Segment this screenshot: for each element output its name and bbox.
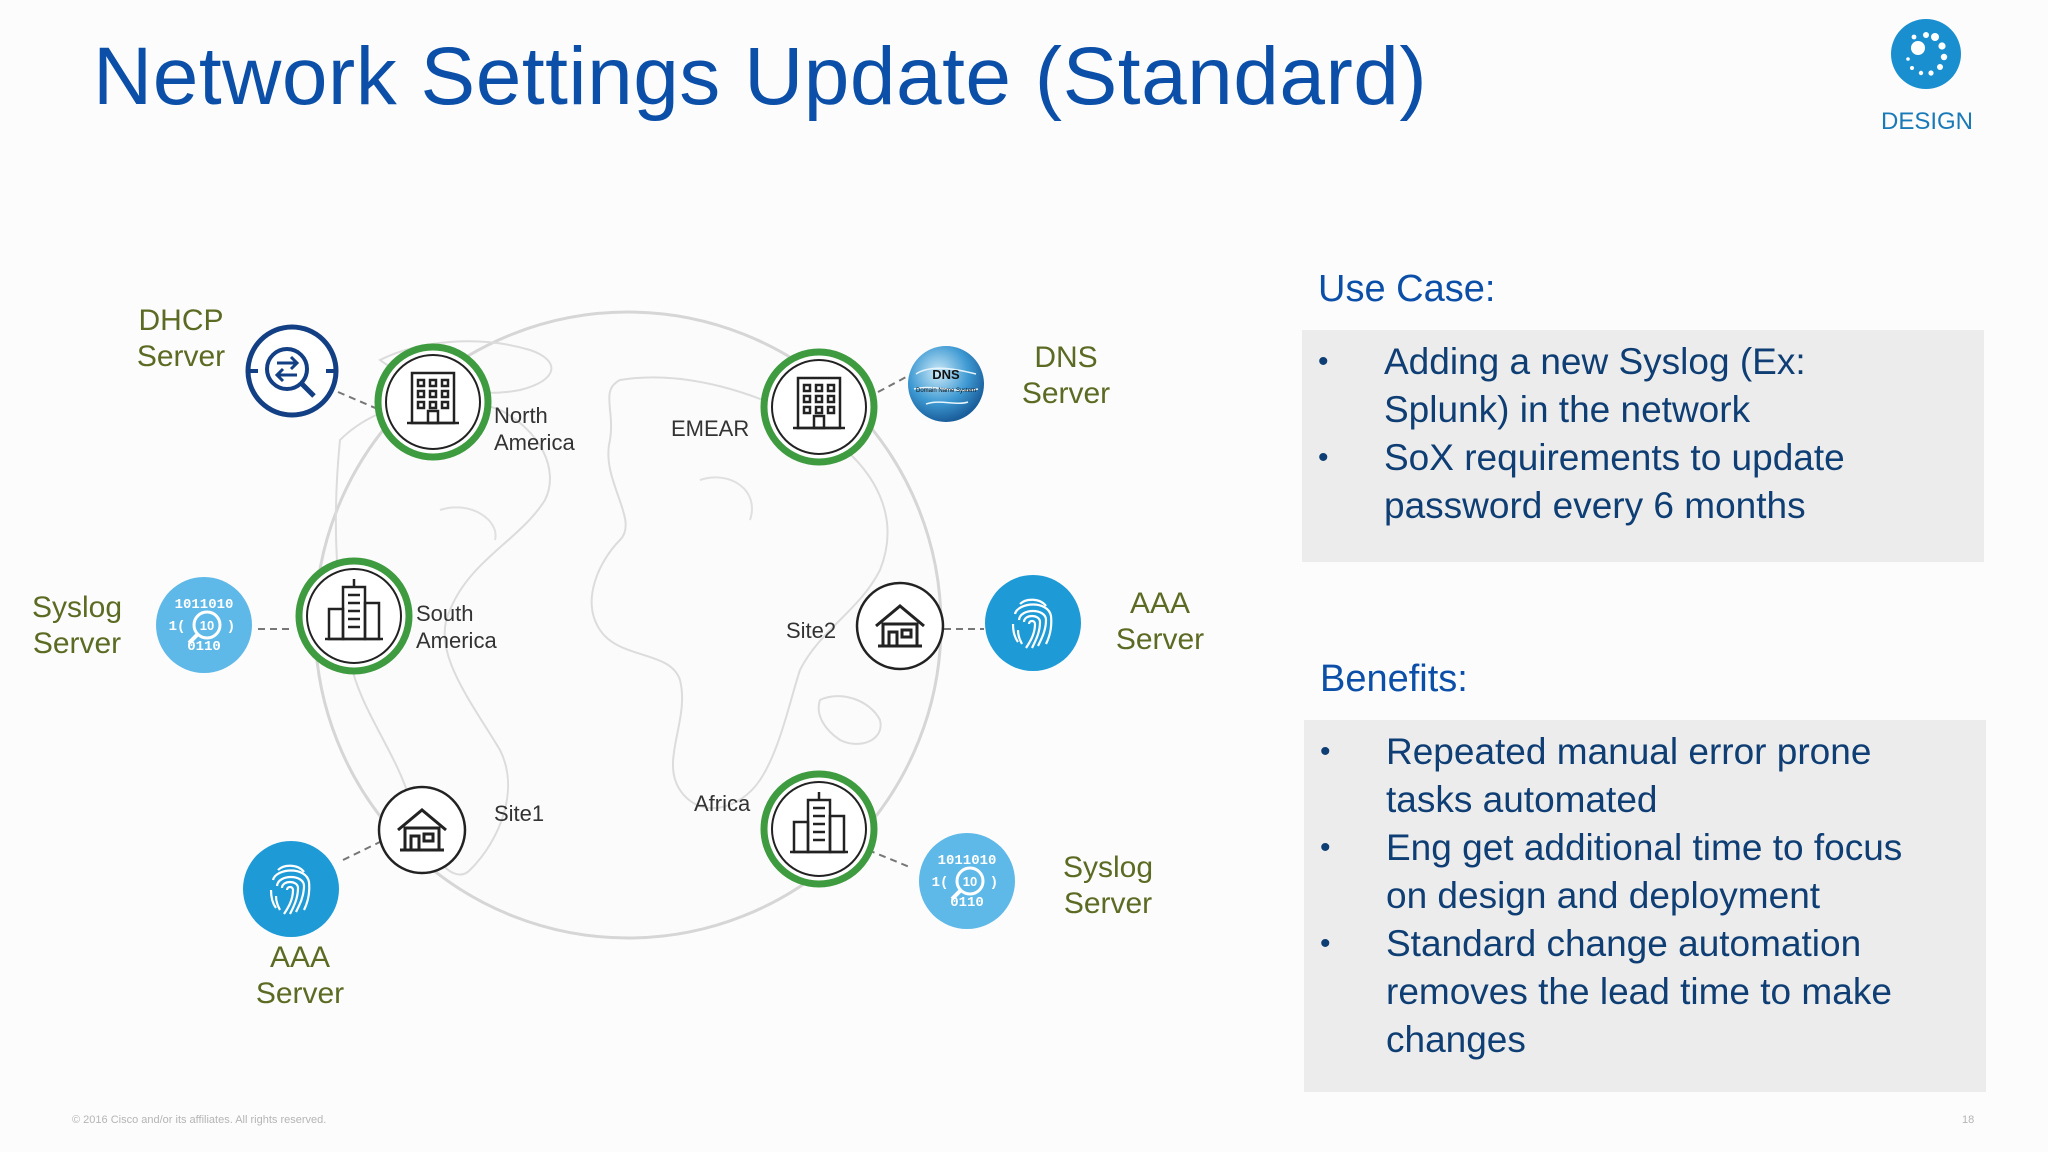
office-building-icon bbox=[793, 376, 845, 430]
list-item: Adding a new Syslog (Ex: Splunk) in the … bbox=[1302, 338, 1984, 434]
svg-text:1011010: 1011010 bbox=[175, 597, 234, 613]
dhcp-exchange-icon[interactable] bbox=[244, 323, 340, 419]
connector-lines bbox=[258, 375, 984, 869]
copyright-footer: © 2016 Cisco and/or its affiliates. All … bbox=[72, 1114, 327, 1126]
svg-text:DNS: DNS bbox=[932, 367, 960, 382]
use-case-list: Adding a new Syslog (Ex: Splunk) in the … bbox=[1302, 338, 1984, 530]
use-case-box: Adding a new Syslog (Ex: Splunk) in the … bbox=[1302, 330, 1984, 562]
page-title: Network Settings Update (Standard) bbox=[93, 31, 1428, 122]
syslog-bottom-label: Syslog Server bbox=[1062, 851, 1154, 920]
list-item: Standard change automation removes the l… bbox=[1304, 920, 1986, 1064]
network-diagram: DHCP Server North America bbox=[0, 280, 1280, 1060]
fingerprint-icon[interactable] bbox=[984, 574, 1082, 672]
svg-text:): ) bbox=[990, 875, 998, 891]
benefits-heading: Benefits: bbox=[1320, 658, 1468, 700]
office-building-icon bbox=[407, 371, 459, 425]
site1-label: Site1 bbox=[494, 801, 545, 826]
fingerprint-icon[interactable] bbox=[242, 840, 340, 938]
svg-text:0110: 0110 bbox=[950, 895, 984, 911]
list-item: Repeated manual error prone tasks automa… bbox=[1304, 728, 1986, 824]
svg-text:10: 10 bbox=[200, 618, 214, 633]
syslog-left-label: Syslog Server bbox=[31, 591, 123, 660]
design-dots-icon bbox=[1891, 19, 1961, 89]
south-america-label: South America bbox=[416, 601, 497, 653]
aaa-right-label: AAA Server bbox=[1115, 587, 1205, 656]
svg-text:1(: 1( bbox=[932, 875, 949, 891]
svg-text:): ) bbox=[227, 619, 235, 635]
svg-text:10: 10 bbox=[963, 874, 977, 889]
site1-node[interactable] bbox=[376, 784, 468, 876]
svg-text:1011010: 1011010 bbox=[938, 853, 997, 869]
emear-label: EMEAR bbox=[671, 416, 750, 441]
africa-site[interactable] bbox=[760, 770, 878, 888]
house-icon bbox=[875, 604, 925, 648]
south-america-site[interactable] bbox=[295, 557, 413, 675]
skyscraper-icon bbox=[325, 579, 383, 641]
dns-globe-icon[interactable]: DNS Domain Name System bbox=[906, 344, 986, 424]
design-badge-label: DESIGN bbox=[1880, 108, 1973, 135]
site2-node[interactable] bbox=[854, 580, 946, 672]
aaa-bottom-label: AAA Server bbox=[255, 941, 345, 1010]
north-america-site[interactable] bbox=[374, 343, 492, 461]
emear-building-site[interactable] bbox=[760, 348, 878, 466]
benefits-box: Repeated manual error prone tasks automa… bbox=[1304, 720, 1986, 1092]
svg-text:0110: 0110 bbox=[187, 639, 221, 655]
skyscraper-icon bbox=[790, 792, 848, 854]
site2-label: Site2 bbox=[786, 618, 837, 643]
svg-text:1(: 1( bbox=[169, 619, 186, 635]
list-item: SoX requirements to update password ever… bbox=[1302, 434, 1984, 530]
syslog-search-icon[interactable]: 1011010 1( ) 0110 10 bbox=[918, 832, 1016, 930]
dhcp-server-label: DHCP Server bbox=[136, 304, 226, 373]
use-case-heading: Use Case: bbox=[1318, 268, 1496, 310]
syslog-search-icon[interactable]: 1011010 1( ) 0110 10 bbox=[155, 576, 253, 674]
svg-text:Domain Name System: Domain Name System bbox=[916, 388, 976, 394]
house-icon bbox=[397, 808, 447, 852]
benefits-list: Repeated manual error prone tasks automa… bbox=[1304, 728, 1986, 1064]
page-number: 18 bbox=[1962, 1114, 1975, 1126]
list-item: Eng get additional time to focus on desi… bbox=[1304, 824, 1986, 920]
africa-label: Africa bbox=[694, 791, 751, 816]
north-america-label: North America bbox=[494, 403, 575, 455]
dns-server-label: DNS Server bbox=[1021, 341, 1111, 410]
